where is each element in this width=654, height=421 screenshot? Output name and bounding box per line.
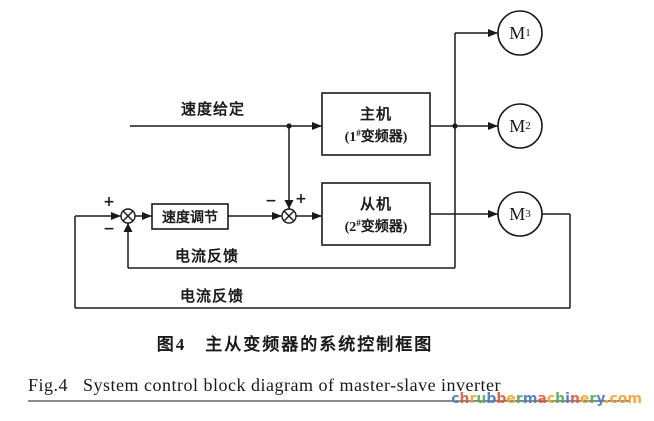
figure-caption-chinese: 图4 主从变频器的系统控制框图 [156, 335, 434, 354]
junction1-minus-sign: − [103, 221, 115, 237]
speed-regulator-box [151, 203, 229, 230]
slave-subtitle-pre: (2 [344, 219, 357, 235]
arrow-into-m1 [488, 29, 498, 37]
branch-dot-setpoint [286, 123, 292, 129]
motor-m1-subscript: 1 [525, 27, 531, 39]
signal-lines [74, 32, 571, 309]
motor-m2-letter: M [509, 115, 526, 136]
slave-subtitle-post: 变频器) [360, 219, 408, 235]
slave-subtitle-sup: # [356, 217, 361, 228]
arrow-into-junction2-top [284, 200, 294, 209]
blocks [151, 10, 543, 246]
speed-regulator-text: 速度调节 [162, 210, 218, 226]
master-subtitle-sup: # [356, 127, 361, 138]
slave-title: 从机 [359, 196, 392, 213]
junction2-plus-sign: + [295, 191, 307, 207]
slave-subtitle: (2#变频器) [345, 216, 408, 236]
arrow-into-slave [312, 212, 322, 220]
arrowheads [111, 29, 498, 232]
junction1-cross [122, 210, 134, 222]
arrow-into-master [312, 122, 322, 130]
master-title: 主机 [359, 106, 392, 123]
current-feedback-label-2: 电流反馈 [179, 289, 244, 305]
motor-m1-letter: M [509, 22, 526, 43]
arrow-into-m2 [488, 122, 498, 130]
master-inverter-label: 主机 (1#变频器) [322, 93, 430, 155]
junction2-cross [283, 210, 295, 222]
branch-dot-master-bus [452, 123, 458, 129]
arrow-into-junction1-left [111, 212, 121, 220]
junction2-minus-sign: − [265, 193, 277, 209]
arrow-into-m3 [488, 210, 498, 218]
watermark: chrubbermachinery.com [451, 391, 642, 407]
arrow-into-regulator [142, 212, 152, 220]
master-subtitle-post: 变频器) [360, 129, 408, 145]
motor-m2-subscript: 2 [525, 120, 531, 132]
master-subtitle-pre: (1 [344, 129, 357, 145]
arrow-into-junction1-bottom [123, 223, 133, 232]
motor-m3-subscript: 3 [525, 208, 531, 220]
master-inverter-box [321, 92, 431, 156]
arrow-into-junction2-left [272, 212, 282, 220]
master-subtitle: (1#变频器) [345, 126, 408, 146]
slave-inverter-label: 从机 (2#变频器) [322, 183, 430, 245]
junction1-plus-sign: + [103, 194, 115, 210]
speed-setpoint-label: 速度给定 [180, 102, 245, 118]
figure-caption-english: Fig.4 System control block diagram of ma… [28, 375, 502, 395]
motor-m3-letter: M [509, 203, 526, 224]
slave-inverter-box [321, 182, 431, 246]
current-feedback-label-1: 电流反馈 [174, 249, 239, 265]
speed-regulator-label: 速度调节 [152, 204, 228, 229]
